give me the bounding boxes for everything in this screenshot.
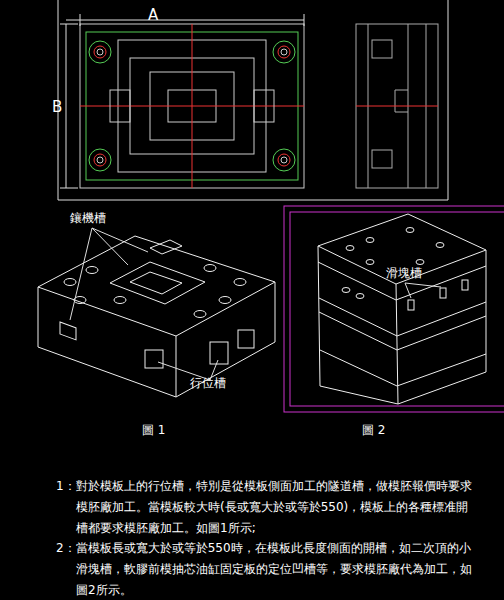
guide-pin (281, 49, 287, 55)
hole (342, 288, 350, 293)
guide-pin (97, 49, 103, 55)
hole (366, 260, 374, 265)
hole (86, 267, 98, 274)
guide-pin (273, 149, 295, 171)
hole (64, 279, 76, 286)
callout-label: 行位槽 (190, 376, 226, 390)
guide-pin (89, 149, 111, 171)
hole (366, 238, 374, 243)
guide-pin (273, 41, 295, 63)
hole (346, 246, 354, 251)
guide-pin (94, 46, 106, 58)
note-text: 1：對於模板上的行位槽，特別是從模板側面加工的隧道槽，做模胚報價時要求模胚廠加工… (56, 476, 476, 539)
callout-label: 鑲機槽 (70, 211, 106, 225)
figure-caption: 圖 2 (362, 423, 385, 437)
hole (436, 243, 444, 248)
guide-pin (278, 46, 290, 58)
guide-pin (89, 41, 111, 63)
hole (416, 260, 424, 265)
guide-pin (278, 154, 290, 166)
dimension-label: B (52, 98, 62, 116)
dimension-label: A (148, 6, 158, 24)
guide-pin (281, 157, 287, 163)
figure-caption: 圖 1 (142, 423, 165, 437)
callout-label: 滑塊槽 (386, 266, 422, 280)
guide-pin (94, 154, 106, 166)
hole (219, 297, 231, 304)
guide-pin (97, 157, 103, 163)
hole (204, 265, 216, 272)
hole (194, 311, 206, 318)
hole (234, 279, 246, 286)
hole (356, 294, 364, 299)
hole (114, 297, 126, 304)
note-text: 2：當模板長或寬大於或等於550時，在模板此長度側面的開槽，如二次頂的小滑塊槽，… (56, 538, 476, 600)
hole (406, 228, 414, 233)
